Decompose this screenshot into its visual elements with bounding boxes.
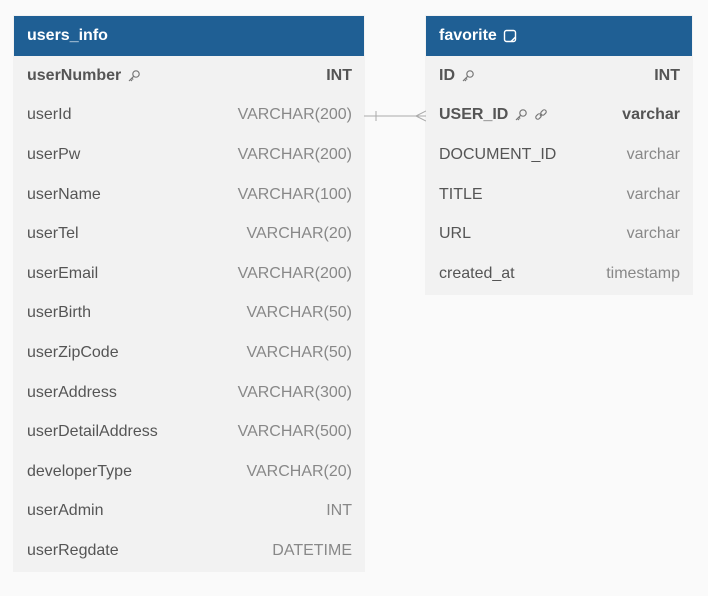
column-row[interactable]: userZipCode VARCHAR(50) [14,333,364,373]
column-type: varchar [626,225,680,243]
column-name-group: developerType [27,463,132,481]
column-type: VARCHAR(200) [237,106,352,124]
column-name-group: userZipCode [27,344,119,362]
column-name-group: userAdmin [27,502,103,520]
key-icon [514,108,528,122]
column-name-group: userDetailAddress [27,423,158,441]
column-name: ID [439,66,455,84]
column-row[interactable]: ID INT [426,56,692,96]
column-type: VARCHAR(500) [237,423,352,441]
column-name: userAdmin [27,502,104,520]
column-row[interactable]: userRegdate DATETIME [14,531,364,571]
column-type: timestamp [606,264,680,282]
column-name-group: userId [27,106,71,124]
column-name-group: DOCUMENT_ID [439,146,556,164]
column-row[interactable]: TITLE varchar [426,175,692,215]
link-icon [534,108,548,122]
column-name-group: userNumber [27,67,141,85]
column-type: VARCHAR(200) [237,145,352,163]
column-row[interactable]: userDetailAddress VARCHAR(500) [14,412,364,452]
column-name: userDetailAddress [27,423,158,441]
column-row[interactable]: userAddress VARCHAR(300) [14,373,364,413]
column-row[interactable]: DOCUMENT_ID varchar [426,135,692,175]
column-name: created_at [439,264,515,282]
column-row[interactable]: userTel VARCHAR(20) [14,214,364,254]
column-name-group: userAddress [27,384,117,402]
table-title: favorite [439,27,497,44]
column-name: userZipCode [27,343,119,361]
column-type: INT [326,502,352,520]
table-header[interactable]: favorite [426,16,692,56]
column-type: VARCHAR(20) [246,462,353,480]
column-name-group: ID [439,67,475,85]
column-row[interactable]: USER_ID varchar [426,96,692,136]
relationship-connector[interactable] [364,108,426,124]
column-name-group: userEmail [27,265,98,283]
column-name-group: userBirth [27,304,91,322]
column-name: developerType [27,462,132,480]
column-type: INT [654,66,680,84]
column-name-group: userPw [27,146,80,164]
column-name: userName [27,185,101,203]
column-name: DOCUMENT_ID [439,145,557,163]
key-icon [127,69,141,83]
column-type: varchar [626,185,680,203]
column-row[interactable]: created_at timestamp [426,254,692,294]
column-row[interactable]: userId VARCHAR(200) [14,96,364,136]
column-name: userTel [27,225,79,243]
column-type: VARCHAR(50) [246,343,353,361]
key-icon [461,69,475,83]
column-name: TITLE [439,185,483,203]
many-marker-top [415,110,426,117]
column-type: VARCHAR(20) [246,225,353,243]
column-type: VARCHAR(50) [246,304,353,322]
column-name-group: created_at [439,265,515,283]
note-icon[interactable] [503,29,517,43]
column-row[interactable]: userNumber INT [14,56,364,96]
column-row[interactable]: userBirth VARCHAR(50) [14,294,364,334]
column-name: URL [439,225,472,243]
column-type: varchar [622,106,680,124]
column-type: VARCHAR(200) [237,264,352,282]
column-row[interactable]: userAdmin INT [14,492,364,532]
column-name: userId [27,106,72,124]
column-row[interactable]: URL varchar [426,214,692,254]
column-row[interactable]: userPw VARCHAR(200) [14,135,364,175]
column-name: userBirth [27,304,92,322]
column-name-group: userTel [27,225,79,243]
column-row[interactable]: userName VARCHAR(100) [14,175,364,215]
column-name: userEmail [27,264,99,282]
column-type: varchar [626,145,680,163]
column-name: userAddress [27,383,117,401]
column-name: userPw [27,145,81,163]
column-row[interactable]: developerType VARCHAR(20) [14,452,364,492]
column-name-group: userRegdate [27,542,119,560]
column-name-group: TITLE [439,186,483,204]
many-marker-bottom [415,115,426,122]
column-name: USER_ID [439,106,509,124]
column-name: userNumber [27,66,122,84]
column-name: userRegdate [27,541,119,559]
table-title: users_info [27,27,108,44]
column-type: DATETIME [272,541,352,559]
column-name-group: URL [439,225,471,243]
column-row[interactable]: userEmail VARCHAR(200) [14,254,364,294]
table-header[interactable]: users_info [14,16,364,56]
column-type: VARCHAR(100) [237,185,352,203]
column-name-group: userName [27,186,101,204]
column-type: INT [326,66,352,84]
column-type: VARCHAR(300) [237,383,352,401]
column-name-group: USER_ID [439,106,548,124]
